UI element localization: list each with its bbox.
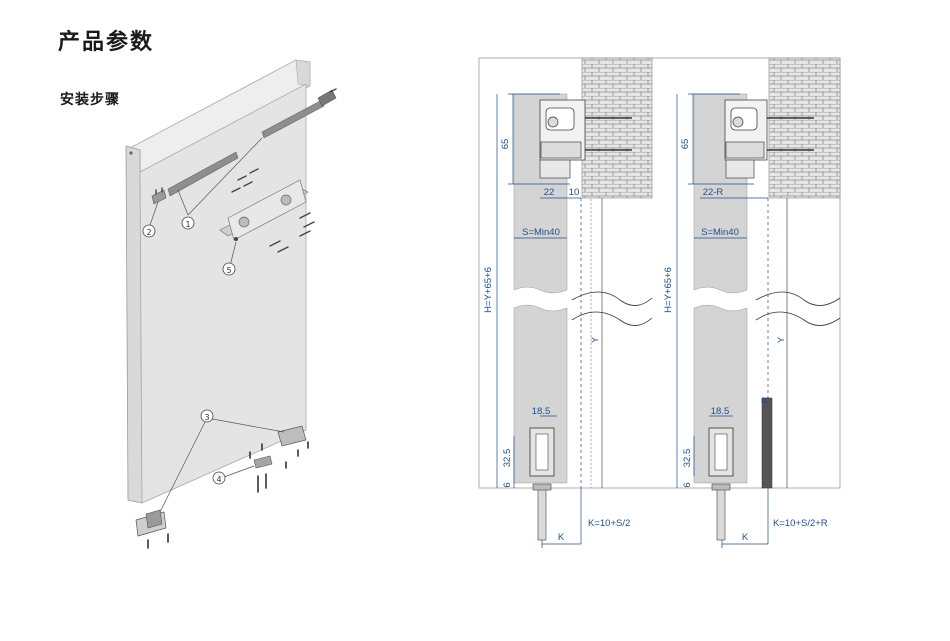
dim-18-5: 18.5: [532, 406, 551, 417]
dim-k: K: [558, 532, 565, 543]
dim-s-r: S=Min40: [701, 227, 739, 238]
dim-10: 10: [569, 187, 580, 198]
callout-5: 5: [226, 266, 231, 275]
variant-standard: 65 22 10 S=Min40 H=Y+65+6 Y 18.5 32.5 6 …: [483, 57, 653, 548]
page-title: 产品参数: [58, 30, 155, 55]
dim-6-r: 6: [682, 482, 693, 487]
dim-s: S=Min40: [522, 227, 560, 238]
dim-r: R: [760, 396, 771, 403]
dim-top-65: 65: [500, 139, 511, 150]
dim-h-r: H=Y+65+6: [663, 267, 674, 313]
dim-32-5: 32.5: [502, 449, 513, 468]
dim-y: Y: [590, 336, 601, 343]
callout-4: 4: [216, 475, 221, 484]
dim-22: 22: [544, 187, 555, 198]
technical-drawing: 65 22 10 S=Min40 H=Y+65+6 Y 18.5 32.5 6 …: [478, 57, 841, 548]
dim-k-formula-r: K=10+S/2+R: [773, 518, 828, 529]
dim-y-r: Y: [776, 336, 787, 343]
callout-3: 3: [204, 413, 209, 422]
dim-6: 6: [502, 482, 513, 487]
dim-22-r: 22-R: [703, 187, 724, 198]
dim-h: H=Y+65+6: [483, 267, 494, 313]
dim-k-r: K: [742, 532, 749, 543]
dim-18-5-r: 18.5: [711, 406, 730, 417]
callout-2: 2: [146, 228, 151, 237]
dim-32-5-r: 32.5: [682, 449, 693, 468]
section-title: 安装步骤: [60, 92, 120, 108]
door-illustration: 1 2 5 3 4: [125, 59, 337, 549]
variant-offset: 65 22-R S=Min40 H=Y+65+6 Y 18.5 32.5 6 R…: [663, 57, 841, 548]
dim-k-formula: K=10+S/2: [588, 518, 630, 529]
callout-1: 1: [185, 220, 190, 229]
dim-top-65-r: 65: [680, 139, 691, 150]
